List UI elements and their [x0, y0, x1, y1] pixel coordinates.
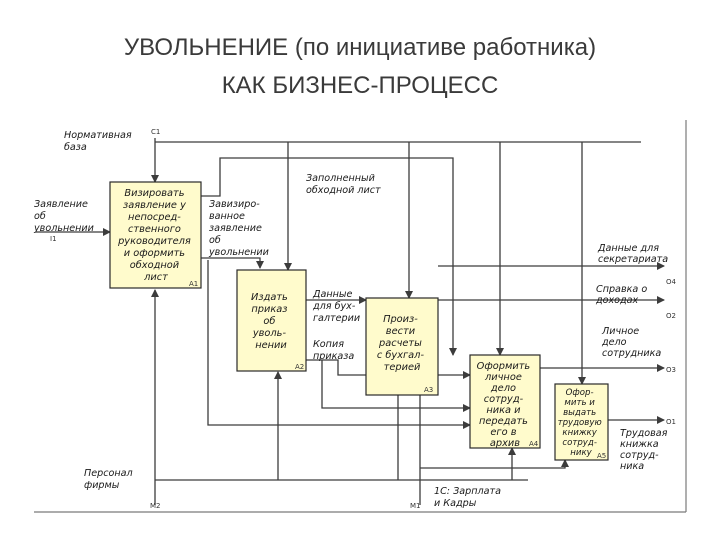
- tag-o4: O4: [666, 278, 677, 286]
- visa-arrow-a1-a2: [201, 257, 264, 269]
- a2-to-a4-arrow: [321, 360, 471, 412]
- box-a1-id: A1: [189, 280, 198, 288]
- tag-m2: M2: [150, 502, 161, 510]
- label-secretary-data: Данные для секретариата: [597, 243, 668, 265]
- tag-i1: I1: [50, 235, 57, 243]
- label-1c-software: 1С: Зарплата и Кадры: [434, 486, 504, 509]
- label-visa: Завизиро- ванное заявление об увольнении: [208, 199, 269, 258]
- mechanism-1c-a5: [420, 459, 569, 469]
- checklist-arrow: [201, 157, 457, 356]
- box-a3-id: A3: [424, 386, 433, 394]
- label-order-copy: Копия приказа: [313, 339, 354, 362]
- slide-title-line-1: УВОЛЬНЕНИЕ (по инициативе работника): [123, 34, 597, 61]
- tag-o2: O2: [666, 312, 676, 320]
- box-a5-id: A5: [597, 452, 606, 460]
- box-a4-id: A4: [529, 440, 539, 448]
- label-staff: Персонал фирмы: [84, 468, 136, 491]
- box-a2-id: A2: [295, 363, 304, 371]
- box-a1: Визировать заявление у непосред- ственно…: [109, 181, 202, 289]
- box-a4-text: Оформить личное дело сотруд- ника и пере…: [477, 361, 534, 449]
- label-accounting-data: Данные для бух- галтерии: [312, 289, 360, 324]
- label-personal-file: Личное дело сотрудника: [601, 326, 661, 359]
- a1-to-a4-arrow: [207, 260, 471, 429]
- label-income-certificate: Справка о доходах: [595, 284, 650, 306]
- box-a5-text: Офор- мить и выдать трудовую книжку сотр…: [558, 388, 605, 458]
- label-normative-base: Нормативная база: [64, 130, 135, 153]
- tag-o3: O3: [666, 366, 676, 374]
- label-checklist: Заполненный обходной лист: [306, 173, 381, 196]
- box-a3-text: Произ- вести расчеты с бухгал- терией: [377, 314, 427, 373]
- tag-m1: M1: [410, 502, 421, 510]
- box-a5: Офор- мить и выдать трудовую книжку сотр…: [554, 383, 609, 461]
- box-a2: Издать приказ об уволь- нении A2: [236, 269, 307, 372]
- label-work-book: Трудовая книжка сотруд- ника: [620, 428, 671, 472]
- tag-c1: C1: [151, 128, 160, 136]
- slide-title-line-2: КАК БИЗНЕС-ПРОЦЕСС: [221, 72, 499, 99]
- box-a1-text: Визировать заявление у непосред- ственно…: [117, 188, 194, 283]
- arrows: [36, 138, 665, 505]
- label-application: Заявление об увольнении: [33, 199, 94, 234]
- tag-o1: O1: [666, 418, 676, 426]
- box-a2-text: Издать приказ об уволь- нении: [251, 292, 291, 351]
- box-a3: Произ- вести расчеты с бухгал- терией A3: [365, 297, 439, 396]
- box-a4: Оформить личное дело сотруд- ника и пере…: [469, 354, 541, 449]
